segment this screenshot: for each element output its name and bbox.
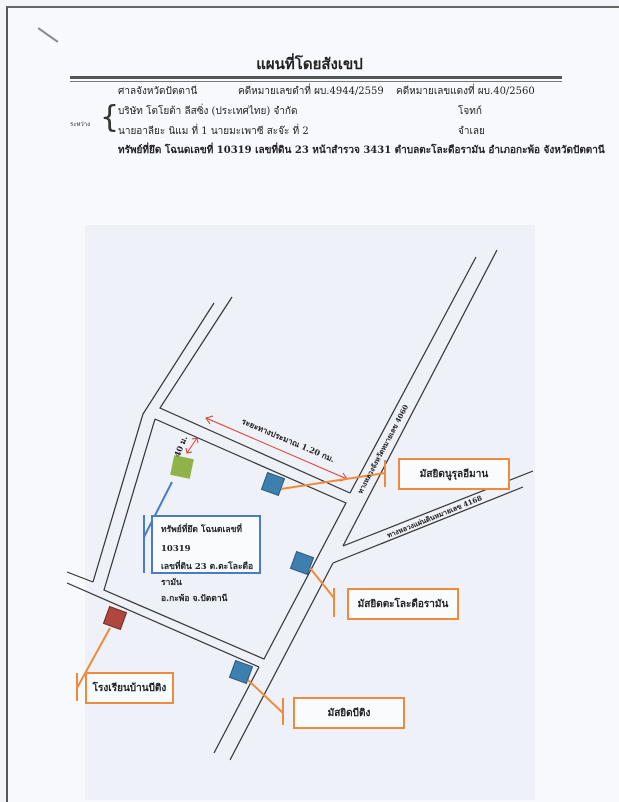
black-case-number: คดีหมายเลขดำที่ ผบ.4944/2559 — [238, 86, 384, 97]
between-label: ระหว่าง — [70, 121, 91, 128]
callout-line — [309, 567, 335, 599]
callout-line — [76, 627, 111, 689]
divider — [70, 76, 562, 79]
road-edge — [66, 582, 260, 668]
label-mosque-nurul-iman: มัสยิดนูรุลอีมาน — [398, 458, 510, 490]
brace: { — [100, 100, 120, 135]
road-edge — [229, 562, 334, 761]
page-title: แผนที่โดยสังเขป — [256, 55, 363, 73]
plaintiff-name: บริษัท โตโยต้า ลีสซิ่ง (ประเทศไทย) จำกัด — [118, 106, 298, 117]
callout-line — [247, 679, 284, 714]
road-edge — [66, 571, 94, 583]
seized-property: ทรัพย์ที่ยึด โฉนดเลขที่ 10319 เลขที่ดิน … — [118, 145, 605, 156]
road-edge — [213, 666, 260, 754]
road-edge — [349, 256, 477, 494]
arrow-head — [185, 447, 193, 454]
red-case-number: คดีหมายเลขแดงที่ ผบ.40/2560 — [396, 86, 535, 97]
court-name: ศาลจังหวัดปัตตานี — [118, 86, 198, 97]
mosque-marker — [260, 471, 286, 497]
label-mosque-biting: มัสยิดบีติง — [293, 697, 405, 729]
defendant-names: นายอาลียะ นิแม ที่ 1 นายมะเพาซี สะจ๊ะ ที… — [118, 126, 309, 137]
label-mosque-talo-duraman: มัสยิดตะโละดือรามัน — [347, 588, 459, 620]
callout-line — [143, 481, 173, 538]
divider — [70, 81, 562, 82]
arrow-head — [205, 415, 214, 425]
label-school-biting: โรงเรียนบ้านบีติง — [85, 672, 174, 704]
road-edge — [342, 249, 498, 547]
callout-line — [280, 472, 386, 490]
offset-arrow — [186, 437, 198, 454]
plaintiff-role: โจทก์ — [458, 106, 482, 117]
property-line: ทรัพย์ที่ยึด โฉนดเลขที่ 10319 — [161, 525, 243, 554]
property-line: อ.กะพ้อ จ.ปัตตานี — [161, 594, 228, 604]
road-edge — [159, 296, 351, 494]
road-edge — [103, 418, 347, 660]
property-info-box: ทรัพย์ที่ยึด โฉนดเลขที่ 10319 เลขที่ดิน … — [151, 515, 261, 604]
road-edge — [332, 486, 524, 564]
arrow-head — [191, 437, 199, 444]
road-edge — [92, 302, 215, 583]
school-marker — [102, 605, 128, 631]
property-line: เลขที่ดิน 23 ต.ตะโละดือรามัน — [161, 562, 254, 588]
defendant-role: จำเลย — [458, 126, 485, 137]
mosque-marker — [228, 659, 254, 685]
distance-arrow — [205, 417, 348, 480]
property-marker — [170, 455, 194, 479]
mosque-marker — [289, 550, 315, 576]
